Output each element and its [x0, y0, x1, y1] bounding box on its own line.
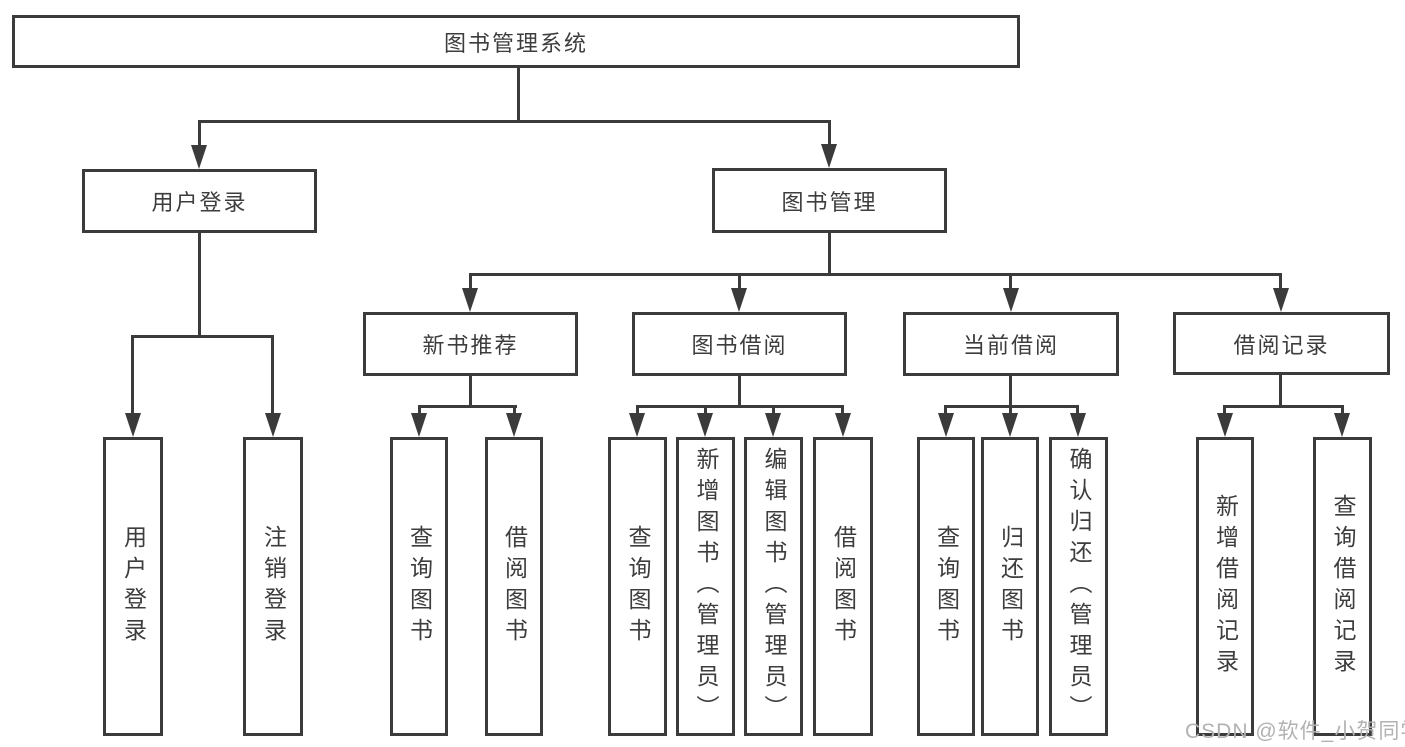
connector-bookborrow-rail	[636, 405, 844, 408]
connector-borrowrecord-branch-1	[1223, 405, 1226, 417]
leaf-user-login: 用户登录	[103, 437, 163, 736]
connector-borrowrecord-rail	[1223, 405, 1344, 408]
leaf-logout: 注销登录	[243, 437, 303, 736]
leaf-newbook-query-books: 查询图书	[390, 437, 448, 736]
node-user-login-label: 用户登录	[151, 190, 248, 215]
leaf-newbook-borrow-books-label: 借阅图书	[501, 524, 528, 649]
arrowhead-down-icon	[1273, 288, 1289, 312]
connector-newbook-branch-1	[418, 405, 421, 417]
node-new-book-recommend: 新书推荐	[363, 312, 578, 376]
arrowhead-down-icon	[125, 413, 141, 437]
connector-bookmgmt-branch-4	[1279, 273, 1282, 292]
connector-bookmgmt-branch-2	[738, 273, 741, 292]
arrowhead-down-icon	[835, 413, 851, 437]
connector-borrowrecord-stem	[1279, 375, 1282, 408]
arrowhead-down-icon	[506, 413, 522, 437]
leaf-newbook-borrow-books: 借阅图书	[485, 437, 543, 736]
arrowhead-down-icon	[462, 288, 478, 312]
connector-bookmgmt-branch-3	[1009, 273, 1012, 292]
leaf-add-books-admin-label: 新增图书（管理员）	[693, 447, 719, 726]
node-book-borrow: 图书借阅	[632, 312, 847, 376]
arrowhead-down-icon	[938, 413, 954, 437]
leaf-confirm-return-admin-label: 确认归还（管理员）	[1066, 447, 1092, 726]
node-borrow-record: 借阅记录	[1173, 312, 1390, 375]
connector-currentborrow-branch-2	[1009, 405, 1012, 417]
connector-bookborrow-branch-4	[841, 405, 844, 417]
connector-root-branch-left	[198, 120, 201, 148]
arrowhead-down-icon	[191, 145, 207, 169]
leaf-query-borrow-record-label: 查询借阅记录	[1330, 493, 1356, 680]
leaf-current-query-books-label: 查询图书	[933, 524, 960, 649]
node-user-login: 用户登录	[82, 169, 317, 233]
leaf-return-books: 归还图书	[981, 437, 1039, 736]
leaf-borrow-query-books-label: 查询图书	[625, 524, 651, 649]
arrowhead-down-icon	[265, 413, 281, 437]
leaf-newbook-query-books-label: 查询图书	[406, 524, 433, 649]
connector-userlogin-branch-1	[131, 335, 134, 415]
connector-root-branch-right	[828, 120, 831, 147]
connector-bookborrow-branch-1	[636, 405, 639, 417]
leaf-return-books-label: 归还图书	[997, 524, 1024, 649]
leaf-confirm-return-admin: 确认归还（管理员）	[1049, 437, 1108, 736]
leaf-edit-books-admin-label: 编辑图书（管理员）	[761, 447, 787, 726]
leaf-query-borrow-record: 查询借阅记录	[1313, 437, 1372, 736]
leaf-add-borrow-record: 新增借阅记录	[1196, 437, 1254, 736]
node-root: 图书管理系统	[12, 15, 1020, 68]
connector-userlogin-rail	[131, 335, 274, 338]
connector-root-stem	[517, 68, 520, 120]
connector-userlogin-branch-2	[271, 335, 274, 415]
node-book-management: 图书管理	[712, 168, 947, 233]
leaf-borrow-query-books: 查询图书	[608, 437, 667, 736]
connector-bookmgmt-stem	[828, 233, 831, 273]
arrowhead-down-icon	[411, 413, 427, 437]
node-current-borrow-label: 当前借阅	[962, 333, 1059, 358]
arrowhead-down-icon	[1334, 413, 1350, 437]
arrowhead-down-icon	[697, 413, 713, 437]
node-borrow-record-label: 借阅记录	[1233, 332, 1330, 358]
connector-bookmgmt-branch-1	[469, 273, 472, 292]
arrowhead-down-icon	[821, 144, 837, 168]
connector-bookborrow-branch-3	[772, 405, 775, 417]
csdn-watermark: CSDN @软件_小贺同学	[1185, 720, 1405, 743]
connector-newbook-rail	[418, 405, 517, 408]
arrowhead-down-icon	[1002, 413, 1018, 437]
leaf-borrow-borrow-books: 借阅图书	[813, 437, 873, 736]
arrowhead-down-icon	[629, 413, 645, 437]
connector-root-rail	[198, 120, 831, 123]
leaf-add-borrow-record-label: 新增借阅记录	[1212, 493, 1239, 680]
connector-currentborrow-stem	[1009, 376, 1012, 408]
node-current-borrow: 当前借阅	[903, 312, 1119, 376]
arrowhead-down-icon	[765, 413, 781, 437]
leaf-borrow-borrow-books-label: 借阅图书	[830, 524, 857, 649]
arrowhead-down-icon	[1003, 288, 1019, 312]
leaf-edit-books-admin: 编辑图书（管理员）	[744, 437, 803, 736]
connector-bookborrow-branch-2	[704, 405, 707, 417]
node-book-borrow-label: 图书借阅	[691, 333, 788, 358]
node-new-book-recommend-label: 新书推荐	[422, 333, 519, 358]
leaf-user-login-label: 用户登录	[120, 524, 147, 649]
arrowhead-down-icon	[1217, 413, 1233, 437]
connector-newbook-branch-2	[513, 405, 516, 417]
connector-userlogin-stem	[198, 233, 201, 335]
connector-bookmgmt-rail	[469, 273, 1282, 276]
leaf-current-query-books: 查询图书	[917, 437, 975, 736]
leaf-logout-label: 注销登录	[260, 524, 287, 649]
connector-currentborrow-branch-1	[944, 405, 947, 417]
node-root-label: 图书管理系统	[443, 30, 588, 56]
arrowhead-down-icon	[1070, 413, 1086, 437]
connector-borrowrecord-branch-2	[1341, 405, 1344, 417]
connector-currentborrow-branch-3	[1076, 405, 1079, 417]
connector-bookborrow-stem	[738, 376, 741, 408]
leaf-add-books-admin: 新增图书（管理员）	[676, 437, 735, 736]
node-book-management-label: 图书管理	[781, 189, 878, 215]
connector-newbook-stem	[469, 376, 472, 408]
arrowhead-down-icon	[731, 288, 747, 312]
